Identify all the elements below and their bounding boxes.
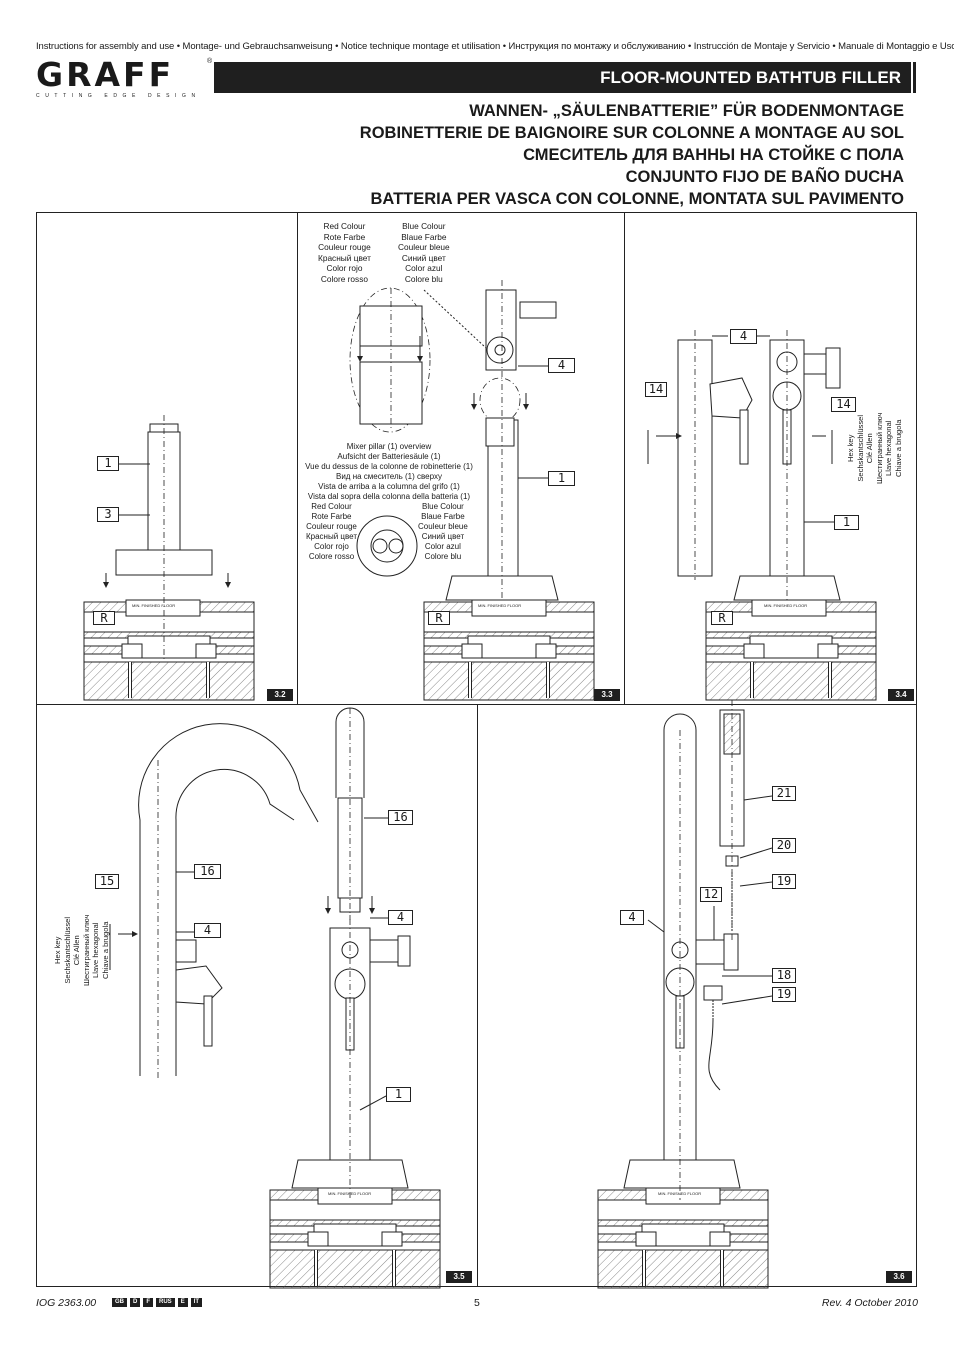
blue-colour-label-bottom: Blue Colour Blaue Farbe Couleur bleue Си… xyxy=(418,502,468,561)
callout-4: 4 xyxy=(730,329,757,344)
callout-4-right: 4 xyxy=(388,910,413,925)
callout-14-left: 14 xyxy=(645,382,667,397)
lang-badge-it: IT xyxy=(190,1298,203,1307)
callout-19-bottom: 19 xyxy=(772,987,796,1002)
page-number: 5 xyxy=(474,1297,480,1309)
ref-r: R xyxy=(711,611,733,625)
subtitle-ru: СМЕСИТЕЛЬ ДЛЯ ВАННЫ НА СТОЙКЕ С ПОЛА xyxy=(523,146,904,164)
panel-tag-3-3: 3.3 xyxy=(594,689,620,701)
callout-4: 4 xyxy=(548,358,575,373)
hex-key-label: Hex key Sechskantschlüssel Clé Allen Шес… xyxy=(846,412,903,484)
panel-divider-2 xyxy=(624,212,625,705)
subtitle-de: WANNEN- „SÄULENBATTERIE” FÜR BODENMONTAG… xyxy=(469,102,904,120)
mixer-pillar-overview: Mixer pillar (1) overview Aufsicht der B… xyxy=(305,442,473,501)
subtitle-fr: ROBINETTERIE DE BAIGNOIRE SUR COLONNE A … xyxy=(359,124,904,142)
lang-badge-e: E xyxy=(177,1298,188,1307)
hex-key-label: Hex key Sechskantschlüssel Clé Allen Шес… xyxy=(53,914,110,986)
callout-15: 15 xyxy=(95,874,119,889)
panel-tag-3-5: 3.5 xyxy=(446,1271,472,1283)
title-bar-accent xyxy=(913,62,916,93)
callout-3: 3 xyxy=(97,507,119,522)
logo-registered-mark: ® xyxy=(207,58,213,65)
callout-1: 1 xyxy=(548,471,575,486)
panel-tag-3-4: 3.4 xyxy=(888,689,914,701)
lang-badge-d: D xyxy=(130,1298,141,1307)
min-finished-floor: MIN. FINISHED FLOOR xyxy=(764,603,808,608)
callout-16-left: 16 xyxy=(194,864,221,879)
callout-19-top: 19 xyxy=(772,874,796,889)
callout-21: 21 xyxy=(772,786,796,801)
languages-line: Instructions for assembly and use • Mont… xyxy=(36,41,954,52)
lang-badge-f: F xyxy=(143,1298,154,1307)
min-finished-floor: MIN. FINISHED FLOOR xyxy=(478,603,522,608)
min-finished-floor: MIN. FINISHED FLOOR xyxy=(328,1191,372,1196)
subtitles-block: WANNEN- „SÄULENBATTERIE” FÜR BODENMONTAG… xyxy=(360,100,904,210)
callout-16-right: 16 xyxy=(388,810,413,825)
panel-divider-1 xyxy=(297,212,298,705)
logo-tagline: CUTTING EDGE DESIGN xyxy=(36,93,201,99)
red-colour-label: Red Colour Rote Farbe Couleur rouge Крас… xyxy=(318,221,371,284)
lang-badge-rus: RUS xyxy=(156,1298,175,1307)
figures-outer-frame xyxy=(36,212,917,1287)
callout-14-right: 14 xyxy=(831,397,856,412)
callout-4-left: 4 xyxy=(194,923,221,938)
lang-badge-gb: GB xyxy=(112,1298,127,1307)
subtitle-it: BATTERIA PER VASCA CON COLONNE, MONTATA … xyxy=(370,190,904,208)
logo-wordmark: GRAFF xyxy=(36,55,175,94)
ref-r: R xyxy=(93,611,115,625)
language-badges: GB D F RUS E IT xyxy=(112,1298,203,1307)
callout-4: 4 xyxy=(620,910,644,925)
revision: Rev. 4 October 2010 xyxy=(821,1297,918,1309)
callout-12: 12 xyxy=(700,887,722,902)
ref-r: R xyxy=(428,611,450,625)
min-finished-floor: MIN. FINISHED FLOOR xyxy=(658,1191,702,1196)
graff-logo: GRAFF ® CUTTING EDGE DESIGN xyxy=(36,55,212,100)
red-colour-label-bottom: Red Colour Rote Farbe Couleur rouge Крас… xyxy=(306,502,358,561)
panel-tag-3-2: 3.2 xyxy=(267,689,293,701)
panel-divider-top xyxy=(36,704,917,705)
panel-divider-3 xyxy=(477,704,478,1287)
callout-1: 1 xyxy=(834,515,859,530)
blue-colour-label: Blue Colour Blaue Farbe Couleur bleue Си… xyxy=(398,221,450,284)
callout-18: 18 xyxy=(772,968,796,983)
callout-1: 1 xyxy=(386,1087,411,1102)
subtitle-es: CONJUNTO FIJO DE BAÑO DUCHA xyxy=(625,168,904,186)
callout-20: 20 xyxy=(772,838,796,853)
min-finished-floor: MIN. FINISHED FLOOR xyxy=(132,603,176,608)
document-title: FLOOR-MOUNTED BATHTUB FILLER xyxy=(214,62,911,93)
panel-tag-3-6: 3.6 xyxy=(886,1271,912,1283)
doc-id: IOG 2363.00 xyxy=(36,1297,97,1309)
callout-1: 1 xyxy=(97,456,119,471)
